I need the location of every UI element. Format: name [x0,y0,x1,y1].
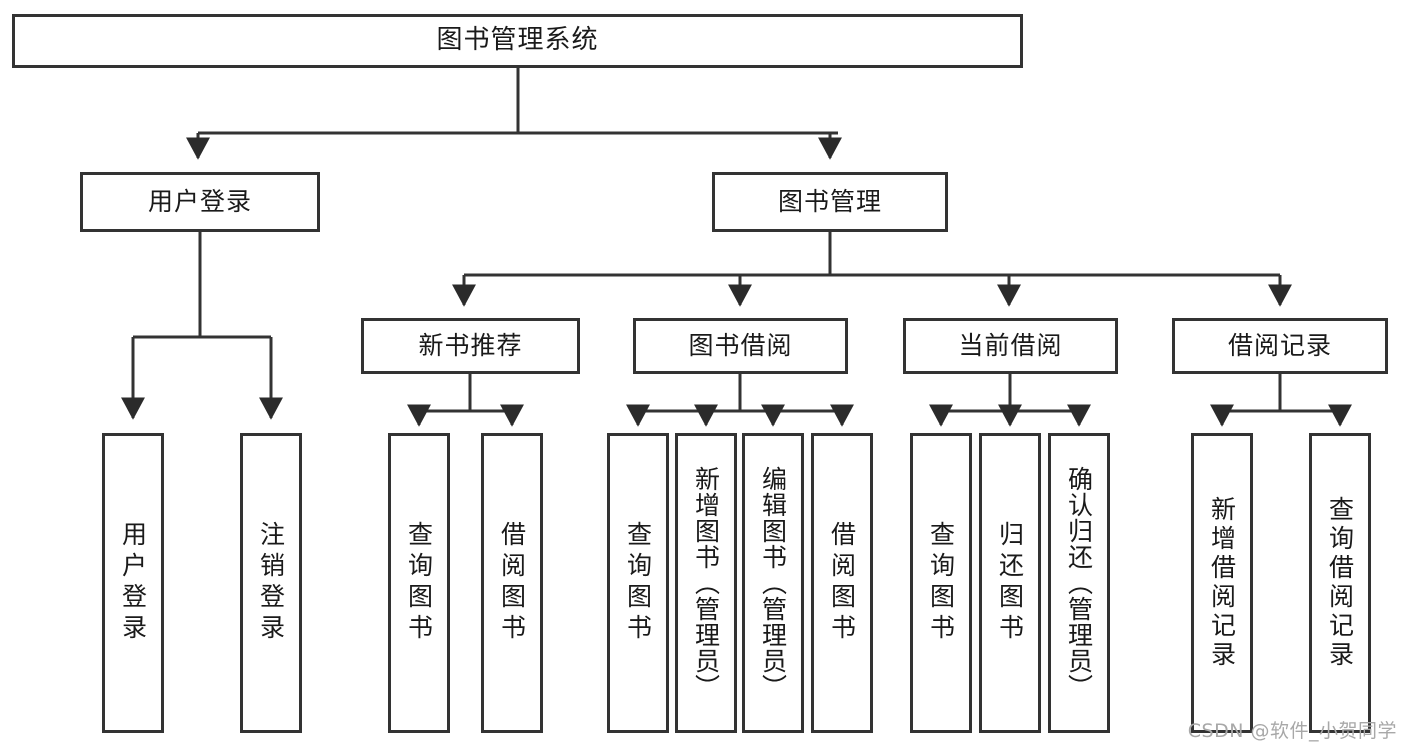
node-label: 归还图书 [995,521,1025,645]
node-label: 图书借阅 [688,331,793,360]
node-current-borrow[interactable]: 当前借阅 [903,318,1118,374]
node-user-login[interactable]: 用户登录 [80,172,320,232]
node-label: 借阅图书 [497,521,527,645]
leaf-logout[interactable]: 注销登录 [240,433,302,733]
node-book-manage[interactable]: 图书管理 [712,172,948,232]
node-label: 查询借阅记录 [1325,496,1355,670]
leaf-query-book-recommend[interactable]: 查询图书 [388,433,450,733]
leaf-query-borrow-record[interactable]: 查询借阅记录 [1309,433,1371,733]
csdn-watermark: CSDN @软件_小贺同学 [1187,720,1397,742]
node-label: 确认归还（管理员） [1064,466,1094,700]
node-label: 借阅图书 [827,521,857,645]
leaf-add-borrow-record[interactable]: 新增借阅记录 [1191,433,1253,733]
node-label: 查询图书 [404,521,434,645]
node-label: 注销登录 [256,521,286,645]
node-new-book-recommend[interactable]: 新书推荐 [361,318,580,374]
leaf-user-login[interactable]: 用户登录 [102,433,164,733]
node-label: 用户登录 [118,521,148,645]
leaf-return-book[interactable]: 归还图书 [979,433,1041,733]
leaf-borrow-book-recommend[interactable]: 借阅图书 [481,433,543,733]
leaf-add-book[interactable]: 新增图书（管理员） [675,433,737,733]
node-root-system[interactable]: 图书管理系统 [12,14,1023,68]
node-label: 查询图书 [926,521,956,645]
node-label: 图书管理 [777,187,882,216]
leaf-borrow-book[interactable]: 借阅图书 [811,433,873,733]
leaf-query-book-borrow[interactable]: 查询图书 [607,433,669,733]
node-label: 借阅记录 [1227,331,1332,360]
node-borrow-record[interactable]: 借阅记录 [1172,318,1388,374]
node-label: 新书推荐 [418,331,523,360]
node-label: 当前借阅 [958,331,1063,360]
leaf-confirm-return[interactable]: 确认归还（管理员） [1048,433,1110,733]
node-label: 图书管理系统 [436,25,599,56]
node-label: 新增借阅记录 [1207,496,1237,670]
node-label: 用户登录 [147,187,252,216]
leaf-query-book-current[interactable]: 查询图书 [910,433,972,733]
node-label: 编辑图书（管理员） [758,466,788,700]
node-label: 新增图书（管理员） [691,466,721,700]
node-label: 查询图书 [623,521,653,645]
leaf-edit-book[interactable]: 编辑图书（管理员） [742,433,804,733]
node-book-borrow[interactable]: 图书借阅 [633,318,848,374]
